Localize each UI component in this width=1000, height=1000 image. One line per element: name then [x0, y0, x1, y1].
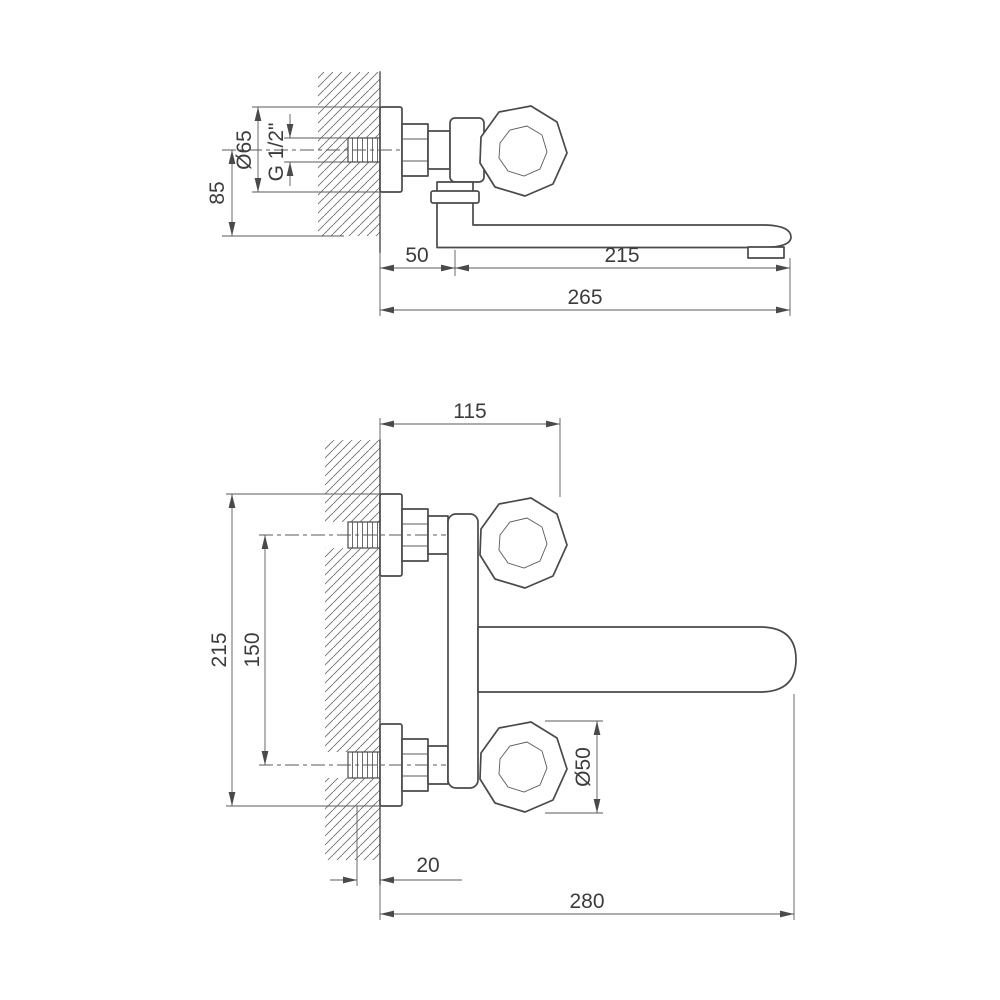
dim-label-d65: Ø65 — [233, 130, 256, 170]
spout — [436, 181, 792, 249]
dim-label-215-reach: 215 — [604, 244, 639, 267]
dim-label-85: 85 — [206, 181, 229, 204]
front-view — [325, 439, 797, 885]
riser-body — [447, 513, 479, 789]
dim-label-265: 265 — [567, 286, 602, 309]
dim-label-50: 50 — [405, 244, 428, 267]
wall-hatch — [325, 440, 380, 522]
handle-knob-bottom — [479, 721, 568, 813]
wall-hatch — [325, 778, 380, 860]
dim-label-thread: G 1/2" — [265, 123, 288, 182]
dim-label-215-height: 215 — [208, 632, 231, 667]
dim-label-280: 280 — [569, 890, 604, 913]
dim-label-115: 115 — [453, 400, 486, 423]
side-view — [318, 71, 792, 259]
connector-sleeve — [427, 130, 451, 170]
handle-knob — [479, 105, 568, 197]
wall-flange — [379, 106, 403, 193]
spout-collar — [430, 190, 480, 204]
handle-knob-top — [479, 497, 568, 589]
dim-label-20: 20 — [416, 854, 439, 877]
dim-label-150: 150 — [241, 632, 264, 667]
dim-label-d50: Ø50 — [572, 747, 595, 787]
valve-body — [449, 117, 485, 183]
front-view-dimensions: 115 215 150 Ø50 20 280 — [208, 400, 795, 920]
spout-aerator — [747, 246, 785, 259]
spout — [477, 626, 797, 693]
wall-hatch — [325, 548, 380, 752]
hex-nut — [401, 123, 429, 177]
side-view-dimensions: 85 Ø65 G 1/2" 50 215 265 — [206, 106, 791, 316]
